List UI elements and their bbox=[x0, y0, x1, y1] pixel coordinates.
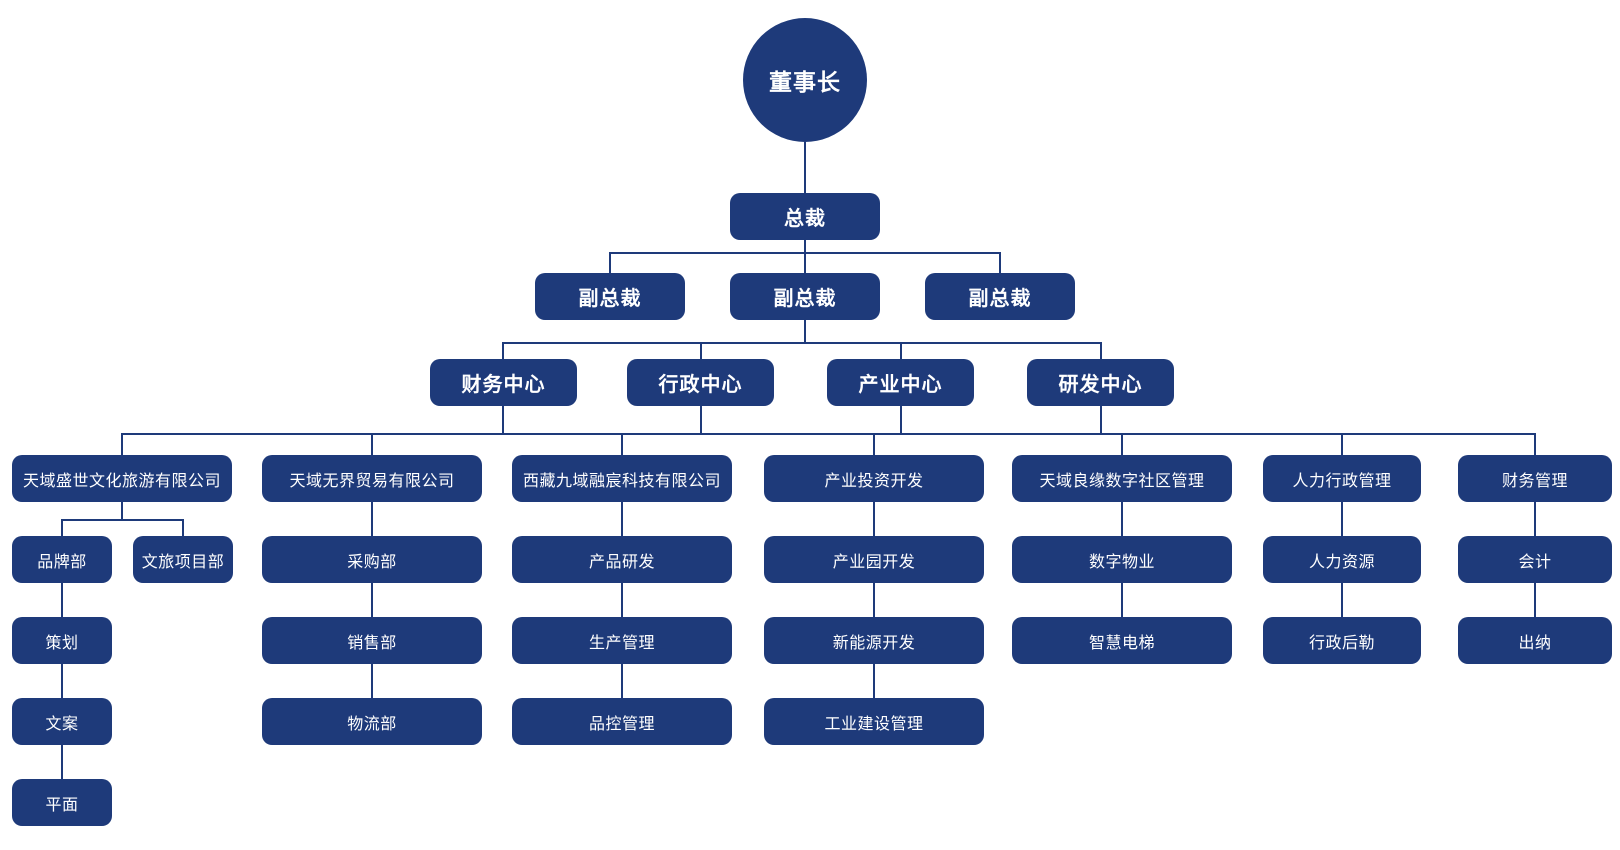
connector bbox=[609, 252, 1001, 254]
node-cashier[interactable]: 出纳 bbox=[1458, 617, 1612, 664]
node-vice-president-3[interactable]: 副总裁 bbox=[925, 273, 1075, 320]
connector bbox=[121, 502, 123, 521]
node-cultural-tourism-project-dept[interactable]: 文旅项目部 bbox=[133, 536, 233, 583]
node-vice-president-1[interactable]: 副总裁 bbox=[535, 273, 685, 320]
connector bbox=[121, 433, 1536, 435]
connector bbox=[1341, 502, 1343, 536]
connector bbox=[371, 664, 373, 698]
node-president[interactable]: 总裁 bbox=[730, 193, 880, 240]
connector bbox=[999, 252, 1001, 273]
connector bbox=[1100, 342, 1102, 359]
node-planning[interactable]: 策划 bbox=[12, 617, 112, 664]
connector bbox=[121, 433, 123, 455]
connector bbox=[621, 502, 623, 536]
node-accounting[interactable]: 会计 bbox=[1458, 536, 1612, 583]
connector bbox=[502, 342, 1102, 344]
connector bbox=[1121, 502, 1123, 536]
connector bbox=[1534, 433, 1536, 455]
node-sales-dept[interactable]: 销售部 bbox=[262, 617, 482, 664]
node-culture-tourism-company[interactable]: 天域盛世文化旅游有限公司 bbox=[12, 455, 232, 502]
connector bbox=[61, 519, 63, 536]
node-finance-center[interactable]: 财务中心 bbox=[430, 359, 577, 406]
connector bbox=[371, 502, 373, 536]
connector bbox=[182, 519, 184, 536]
node-new-energy-dev[interactable]: 新能源开发 bbox=[764, 617, 984, 664]
node-admin-center[interactable]: 行政中心 bbox=[627, 359, 774, 406]
connector bbox=[900, 406, 902, 435]
connector bbox=[700, 342, 702, 359]
connector bbox=[621, 664, 623, 698]
connector bbox=[1534, 583, 1536, 617]
node-human-resources[interactable]: 人力资源 bbox=[1263, 536, 1421, 583]
connector bbox=[900, 342, 902, 359]
connector bbox=[873, 583, 875, 617]
connector bbox=[61, 583, 63, 617]
node-digital-community-mgmt[interactable]: 天域良缘数字社区管理 bbox=[1012, 455, 1232, 502]
node-vice-president-2[interactable]: 副总裁 bbox=[730, 273, 880, 320]
node-quality-control-mgmt[interactable]: 品控管理 bbox=[512, 698, 732, 745]
connector bbox=[371, 583, 373, 617]
connector bbox=[621, 583, 623, 617]
connector bbox=[371, 433, 373, 455]
connector bbox=[700, 406, 702, 435]
node-industry-center[interactable]: 产业中心 bbox=[827, 359, 974, 406]
connector bbox=[804, 320, 806, 344]
connector bbox=[804, 142, 806, 194]
connector bbox=[873, 664, 875, 698]
connector bbox=[804, 240, 806, 273]
connector bbox=[1100, 406, 1102, 435]
connector bbox=[609, 252, 611, 273]
node-industrial-construction-mgmt[interactable]: 工业建设管理 bbox=[764, 698, 984, 745]
node-brand-dept[interactable]: 品牌部 bbox=[12, 536, 112, 583]
node-logistics-dept[interactable]: 物流部 bbox=[262, 698, 482, 745]
node-purchasing-dept[interactable]: 采购部 bbox=[262, 536, 482, 583]
node-smart-elevator[interactable]: 智慧电梯 bbox=[1012, 617, 1232, 664]
connector bbox=[1121, 583, 1123, 617]
connector bbox=[61, 519, 184, 521]
node-rnd-center[interactable]: 研发中心 bbox=[1027, 359, 1174, 406]
connector bbox=[621, 433, 623, 455]
connector bbox=[1341, 583, 1343, 617]
node-admin-logistics[interactable]: 行政后勒 bbox=[1263, 617, 1421, 664]
node-graphic-design[interactable]: 平面 bbox=[12, 779, 112, 826]
node-copywriting[interactable]: 文案 bbox=[12, 698, 112, 745]
connector bbox=[502, 406, 504, 435]
node-chairman[interactable]: 董事长 bbox=[743, 18, 867, 142]
connector bbox=[61, 745, 63, 779]
node-digital-property[interactable]: 数字物业 bbox=[1012, 536, 1232, 583]
connector bbox=[61, 664, 63, 698]
connector bbox=[1534, 502, 1536, 536]
node-hr-admin-mgmt[interactable]: 人力行政管理 bbox=[1263, 455, 1421, 502]
node-industrial-park-dev[interactable]: 产业园开发 bbox=[764, 536, 984, 583]
node-industry-investment-dev[interactable]: 产业投资开发 bbox=[764, 455, 984, 502]
connector bbox=[502, 342, 504, 359]
connector bbox=[873, 502, 875, 536]
node-tech-company[interactable]: 西藏九域融宸科技有限公司 bbox=[512, 455, 732, 502]
connector bbox=[873, 433, 875, 455]
connector bbox=[1121, 433, 1123, 455]
node-production-mgmt[interactable]: 生产管理 bbox=[512, 617, 732, 664]
node-product-rnd[interactable]: 产品研发 bbox=[512, 536, 732, 583]
connector bbox=[1341, 433, 1343, 455]
node-finance-mgmt[interactable]: 财务管理 bbox=[1458, 455, 1612, 502]
node-trading-company[interactable]: 天域无界贸易有限公司 bbox=[262, 455, 482, 502]
